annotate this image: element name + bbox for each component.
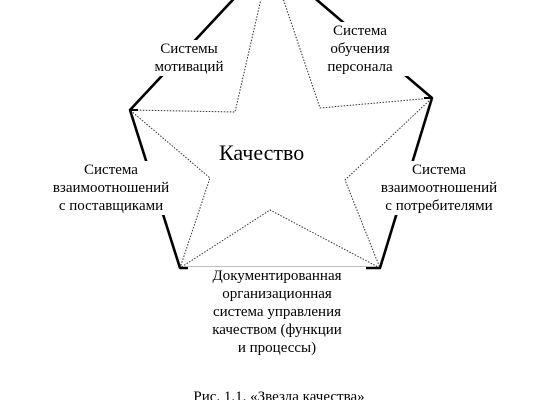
center-label-quality: Качество — [219, 140, 305, 165]
node-documented-qms: Документированная организационная систем… — [188, 267, 366, 357]
figure-caption: Рис. 1.1. «Звезда качества» — [193, 389, 365, 400]
node-supplier-relations-system: Система взаимоотношений с поставщиками — [36, 161, 186, 215]
node-customer-relations-system: Система взаимоотношений с потребителями — [364, 161, 514, 215]
node-staff-training-system: Система обучения персонала — [312, 22, 408, 76]
node-motivation-systems: Системы мотиваций — [146, 40, 232, 76]
star-outline — [128, 0, 434, 270]
